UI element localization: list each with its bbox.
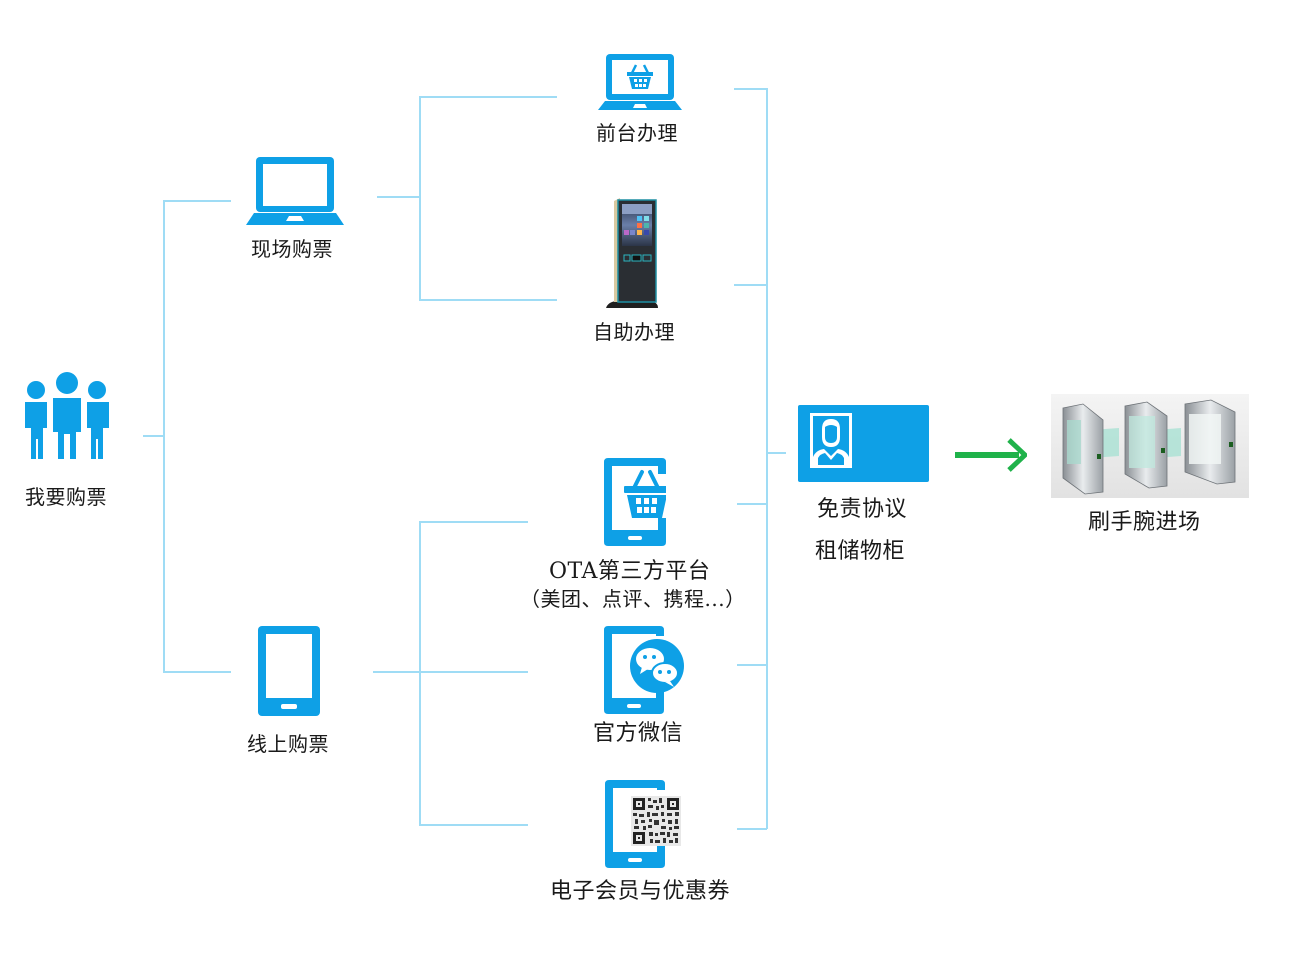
ota-label: OTA第三方平台: [549, 559, 711, 584]
connector-start-trunk: [163, 200, 165, 672]
self-service-label: 自助办理: [593, 320, 675, 344]
connector-onsite-trunk: [419, 96, 421, 300]
entry-label: 刷手腕进场: [1088, 510, 1201, 535]
tablet-qrcode-icon: [605, 780, 685, 868]
connector-to-self-service: [419, 299, 557, 301]
front-desk-label: 前台办理: [596, 121, 678, 145]
arrow-right-icon: [955, 438, 1027, 472]
connector-to-front-desk: [419, 96, 557, 98]
agreement-label-line1: 免责协议: [817, 497, 908, 522]
tablet-icon: [257, 625, 321, 717]
connector-start-stub: [143, 435, 164, 437]
connector-from-front-desk: [734, 88, 767, 90]
connector-to-onsite: [163, 200, 231, 202]
turnstile-gate-image: [1051, 394, 1249, 498]
connector-online-stub: [373, 671, 528, 673]
connector-to-ota: [419, 521, 528, 523]
start-label: 我要购票: [25, 485, 107, 509]
connector-from-wechat: [737, 664, 767, 666]
online-label: 线上购票: [247, 732, 329, 756]
connector-to-member: [419, 824, 528, 826]
connector-onsite-stub: [377, 196, 420, 198]
ota-sublabel: （美团、点评、携程...）: [520, 587, 746, 611]
wechat-label: 官方微信: [593, 721, 684, 746]
laptop-icon: [246, 155, 344, 227]
connector-to-agreement: [766, 452, 786, 454]
connector-to-online: [163, 671, 231, 673]
connector-from-ota: [737, 503, 767, 505]
connector-merge-trunk: [766, 88, 768, 829]
tablet-basket-icon: [604, 458, 666, 546]
member-label: 电子会员与优惠券: [550, 879, 731, 904]
onsite-label: 现场购票: [251, 237, 333, 261]
connector-online-trunk: [419, 521, 421, 826]
kiosk-image: [604, 198, 660, 310]
people-group-icon: [22, 371, 112, 461]
laptop-basket-icon: [598, 53, 682, 111]
id-card-icon: [798, 405, 929, 482]
agreement-label-line2: 租储物柜: [815, 539, 906, 564]
connector-from-self-service: [734, 284, 767, 286]
tablet-wechat-icon: [604, 626, 686, 714]
connector-from-member: [737, 828, 767, 830]
qrcode-icon: [631, 796, 681, 846]
